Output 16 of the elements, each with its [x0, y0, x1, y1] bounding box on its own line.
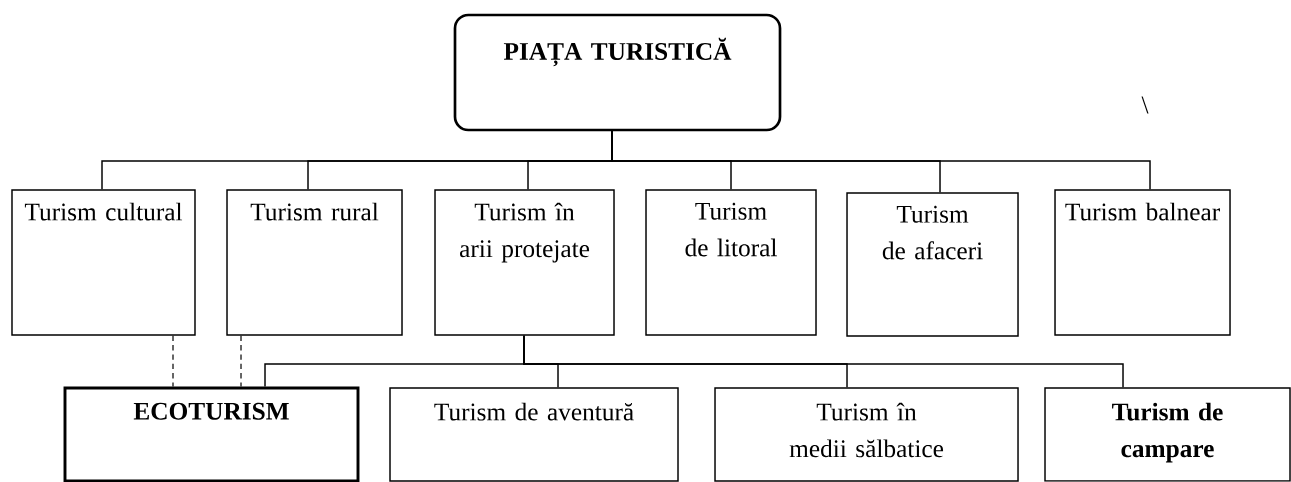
connector: [240, 335, 242, 388]
category-box: Turism cultural: [11, 189, 196, 336]
highlight-box: ECOTURISM: [63, 386, 360, 482]
stray-mark: \: [1141, 96, 1149, 114]
category-box: Turism de aventură: [389, 387, 679, 482]
category-box: Turism de afaceri: [846, 192, 1019, 337]
connector: [172, 335, 174, 388]
connector: [611, 130, 1151, 190]
category-box: Turism de litoral: [645, 189, 817, 336]
category-box: Turism balnear: [1054, 189, 1231, 336]
category-box: Turism rural: [226, 189, 403, 336]
category-box: Turism de campare: [1044, 387, 1291, 482]
category-box: Turism în arii protejate: [434, 189, 615, 336]
root-box: PIAȚA TURISTICĂ: [453, 13, 782, 132]
connector: [523, 335, 1124, 388]
category-box: Turism în medii sălbatice: [714, 387, 1019, 482]
